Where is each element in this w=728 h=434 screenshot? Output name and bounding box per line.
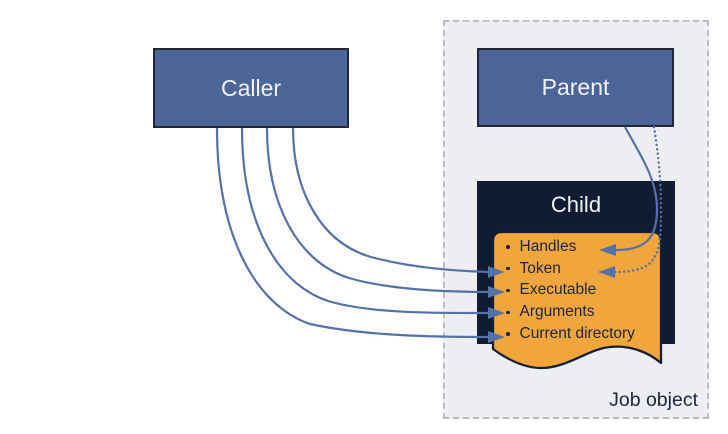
- list-item-label: Current directory: [519, 325, 635, 343]
- list-item-label: Executable: [519, 281, 597, 299]
- bullet-icon: [506, 332, 510, 336]
- bullet-icon: [506, 245, 510, 249]
- bullet-icon: [506, 310, 510, 315]
- list-item-current-directory: Current directory: [506, 323, 635, 345]
- caller-box: Caller: [153, 48, 349, 128]
- list-item-label: Arguments: [519, 303, 595, 321]
- list-item-label: Handles: [519, 237, 577, 255]
- bullet-icon: [506, 288, 510, 293]
- parent-box: Parent: [477, 48, 674, 127]
- list-item-executable: Executable: [506, 280, 635, 302]
- list-item-handles: Handles: [506, 236, 635, 258]
- parent-box-label: Parent: [541, 74, 610, 100]
- caller-box-label: Caller: [220, 74, 282, 101]
- child-attribute-list: Handles Token Executable Arguments Curre…: [506, 236, 635, 345]
- bullet-icon: [506, 266, 510, 271]
- job-object-label: Job object: [609, 389, 698, 411]
- child-box-label: Child: [550, 192, 602, 217]
- list-item-token: Token: [506, 258, 635, 280]
- list-item-arguments: Arguments: [506, 301, 635, 323]
- list-item-label: Token: [519, 259, 561, 277]
